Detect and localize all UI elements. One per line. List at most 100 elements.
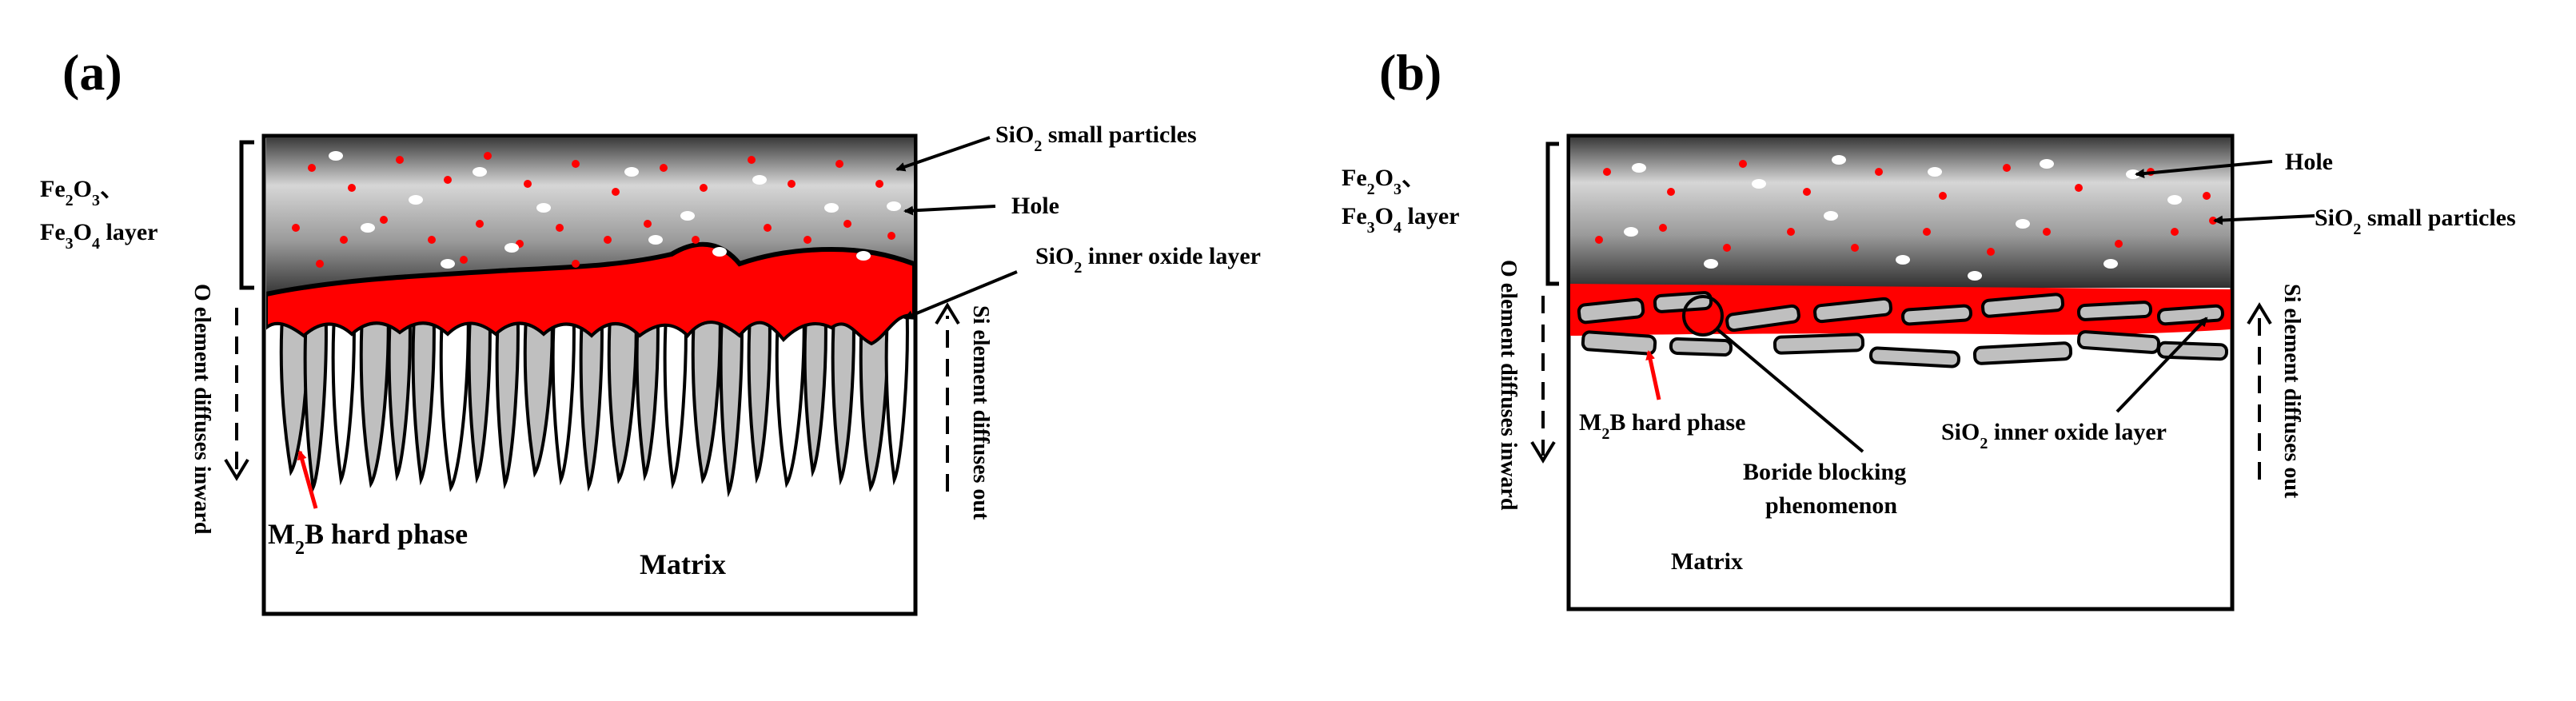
sio2-particle [428, 236, 436, 244]
panel-b: (b) Fe2O3、 Fe3O4 layer O element diffuse… [1342, 44, 2516, 611]
sio2-particle [764, 224, 772, 232]
m2b-plate [1577, 297, 1645, 325]
m2b-needle [579, 296, 604, 492]
sio2-particle [348, 184, 356, 192]
m2b-plate [1901, 304, 1972, 326]
sio2-particle [660, 164, 668, 172]
panel-b-si-diffuses-label: Si element diffuses out [2279, 284, 2304, 499]
sio2-particle [604, 236, 612, 244]
panel-b-boride-label-1: Boride blocking [1743, 459, 1906, 485]
hole [1832, 155, 1846, 165]
hole [1704, 259, 1718, 269]
hole [1896, 255, 1910, 265]
m2b-needle [467, 296, 492, 484]
m2b-needle [803, 296, 827, 478]
hole [1928, 167, 1942, 177]
sio2-particle [476, 220, 484, 228]
hole [441, 259, 455, 269]
panel-a-particles [292, 151, 901, 272]
sio2-particle [1603, 168, 1611, 176]
panel-a-hole-arrow [903, 205, 996, 216]
sio2-particle [748, 156, 756, 164]
sio2-particle [460, 256, 468, 264]
m2b-plate [1980, 293, 2065, 318]
m2b-plate [1813, 297, 1892, 324]
panel-a-si-arrowhead [935, 302, 960, 325]
panel-a-o-diffuses-label: O element diffuses inward [189, 284, 214, 535]
m2b-plate [1725, 304, 1800, 333]
hole [712, 247, 727, 257]
panel-b-boride-blocking-line [1716, 328, 1864, 453]
panel-a-sio2-inner-label: SiO2 inner oxide layer [1035, 243, 1261, 277]
hole [1632, 163, 1646, 173]
sio2-particle [875, 180, 883, 188]
sio2-particle [2075, 184, 2083, 192]
sio2-particle [1875, 168, 1883, 176]
panel-b-sio2-inner-arrow [2115, 317, 2208, 413]
hole [1624, 227, 1638, 237]
panel-b-boride-blocking-circle [1682, 295, 1724, 337]
panel-b-matrix-label: Matrix [1671, 548, 1743, 575]
hole [1968, 271, 1982, 281]
hole [680, 211, 695, 221]
sio2-particle [1667, 188, 1675, 196]
panel-a: (a) Fe2O3、 Fe3O4 layer O element diffuse… [40, 44, 1261, 616]
panel-b-m2b-label: M2B hard phase [1579, 409, 1745, 443]
sio2-particle [1939, 192, 1947, 200]
panel-b-fe2o3-label: Fe2O3、 [1342, 165, 1426, 198]
sio2-particle [2171, 228, 2179, 236]
panel-a-sio2-inner-arrow [903, 270, 1018, 320]
sio2-particle [316, 260, 324, 268]
panel-b-hole-label: Hole [2285, 149, 2333, 175]
panel-a-hole-label: Hole [1011, 193, 1059, 219]
panel-a-sio2-particles-arrow [895, 136, 991, 172]
m2b-needle [831, 296, 855, 486]
sio2-particle [1987, 248, 1995, 256]
sio2-particle [1923, 228, 1931, 236]
sio2-particle [380, 216, 388, 224]
sio2-particle [396, 156, 404, 164]
m2b-plate [1972, 341, 2073, 365]
m2b-needle [551, 296, 576, 486]
panel-a-fe3o4-label: Fe3O4 layer [40, 219, 158, 253]
panel-a-sio2-particles-label: SiO2 small particles [995, 121, 1197, 155]
sio2-particle [700, 184, 708, 192]
sio2-particle [340, 236, 348, 244]
panel-b-letter: (b) [1379, 44, 1442, 101]
sio2-particle [788, 264, 796, 272]
panel-b-particles [1595, 155, 2217, 281]
m2b-plate [2157, 304, 2224, 326]
m2b-needle [635, 296, 660, 482]
hole [887, 201, 901, 211]
panel-a-m2b-needles [279, 296, 909, 498]
panel-a-m2b-arrow [297, 450, 318, 509]
m2b-plate [1669, 337, 1733, 357]
hole [2103, 259, 2118, 269]
m2b-plate [1869, 346, 1960, 368]
panel-b-fe3o4-label: Fe3O4 layer [1342, 203, 1459, 237]
hole [473, 167, 487, 177]
m2b-plate [1772, 333, 1865, 355]
sio2-particle [572, 260, 580, 268]
sio2-particle [2043, 228, 2051, 236]
panel-b-sio2-particles-label: SiO2 small particles [2315, 205, 2516, 238]
hole [1824, 211, 1838, 221]
panel-b-sio2-particles-arrow [2213, 214, 2315, 225]
hole [2016, 219, 2030, 229]
hole [824, 203, 839, 213]
sio2-particle [612, 188, 620, 196]
sio2-particle [556, 224, 564, 232]
sio2-particle [292, 224, 300, 232]
panel-b-m2b-arrow [1645, 350, 1661, 400]
hole [1752, 179, 1766, 189]
sio2-particle [644, 220, 652, 228]
sio2-particle [572, 160, 580, 168]
hole [2167, 195, 2182, 205]
panel-a-letter: (a) [62, 44, 122, 101]
sio2-particle [692, 236, 700, 244]
panel-b-si-arrowhead [2247, 302, 2272, 325]
m2b-plate [1581, 330, 1657, 356]
m2b-needle [719, 296, 744, 498]
m2b-needle [747, 296, 772, 484]
